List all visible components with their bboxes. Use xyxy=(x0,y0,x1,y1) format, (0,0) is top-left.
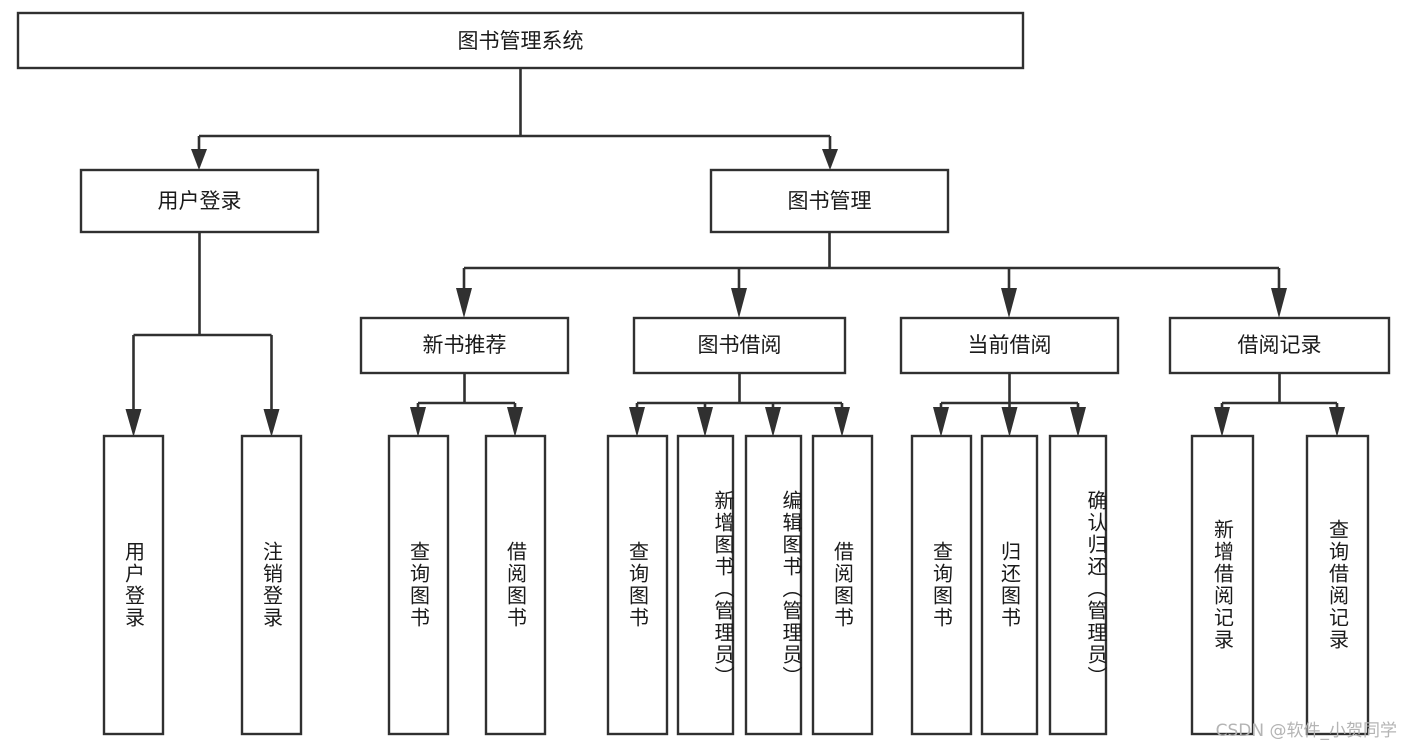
node-book-borrow[interactable]: 图书借阅 xyxy=(632,316,847,375)
node-borrow-records-box[interactable] xyxy=(1168,316,1391,375)
node-current-borrow-label: 当前借阅 xyxy=(968,333,1052,357)
arrow-newbook-1 xyxy=(410,407,426,437)
leaf-box-user-login-1[interactable] xyxy=(102,434,165,736)
node-new-book-recommend-box[interactable] xyxy=(359,316,570,375)
arrow-borrowrecords-1 xyxy=(1214,407,1230,437)
node-borrow-records-label: 借阅记录 xyxy=(1238,333,1322,357)
node-current-borrow[interactable]: 当前借阅 xyxy=(899,316,1120,375)
arrow-currentborrow-3 xyxy=(1070,407,1086,437)
leaf-box-current-borrow-1[interactable] xyxy=(910,434,973,736)
node-book-management[interactable]: 图书管理 xyxy=(709,168,950,234)
arrow-currentborrow-2 xyxy=(1001,407,1018,437)
arrow-bookborrow-2 xyxy=(697,407,713,437)
arrow-bookborrow-1 xyxy=(629,407,645,437)
arrow-bookborrow-3 xyxy=(765,407,781,437)
arrow-level3-1 xyxy=(456,288,472,318)
leaf-box-book-borrow-1[interactable] xyxy=(606,434,669,736)
node-book-management-box[interactable] xyxy=(709,168,950,234)
node-borrow-records[interactable]: 借阅记录 xyxy=(1168,316,1391,375)
leaf-box-book-borrow-3[interactable] xyxy=(744,434,803,736)
node-user-login-label: 用户登录 xyxy=(158,189,242,213)
node-root-label: 图书管理系统 xyxy=(458,29,584,53)
arrow-bookborrow-4 xyxy=(834,407,850,437)
leaf-box-user-login-2[interactable] xyxy=(240,434,303,736)
leaf-box-new-book-2[interactable] xyxy=(484,434,547,736)
leaf-box-current-borrow-2[interactable] xyxy=(980,434,1039,736)
leaf-box-current-borrow-3[interactable] xyxy=(1048,434,1108,736)
node-root[interactable]: 图书管理系统 xyxy=(16,11,1025,70)
node-user-login[interactable]: 用户登录 xyxy=(79,168,320,234)
node-book-borrow-box[interactable] xyxy=(632,316,847,375)
arrow-currentborrow-1 xyxy=(933,407,949,437)
node-new-book-recommend-label: 新书推荐 xyxy=(423,333,507,357)
arrow-userlogin-1 xyxy=(125,409,142,437)
node-book-borrow-label: 图书借阅 xyxy=(698,333,782,357)
arrow-level3-2 xyxy=(731,288,747,318)
arrow-level2-1 xyxy=(191,149,207,170)
leaf-box-book-borrow-4[interactable] xyxy=(811,434,874,736)
node-book-management-label: 图书管理 xyxy=(788,189,872,213)
leaf-box-borrow-records-2[interactable] xyxy=(1305,434,1370,736)
arrow-level2-2 xyxy=(822,149,838,170)
csdn-watermark: CSDN @软件_小贺同学 xyxy=(1215,721,1397,741)
arrow-level3-3 xyxy=(1001,288,1017,318)
leaf-box-new-book-1[interactable] xyxy=(387,434,450,736)
leaf-box-borrow-records-1[interactable] xyxy=(1190,434,1255,736)
arrow-userlogin-2 xyxy=(263,409,280,437)
arrow-borrowrecords-2 xyxy=(1329,407,1345,437)
node-new-book-recommend[interactable]: 新书推荐 xyxy=(359,316,570,375)
arrow-newbook-2 xyxy=(507,407,523,437)
node-current-borrow-box[interactable] xyxy=(899,316,1120,375)
node-root-box[interactable] xyxy=(16,11,1025,70)
arrow-level3-4 xyxy=(1271,288,1287,318)
leaf-box-book-borrow-2[interactable] xyxy=(676,434,735,736)
